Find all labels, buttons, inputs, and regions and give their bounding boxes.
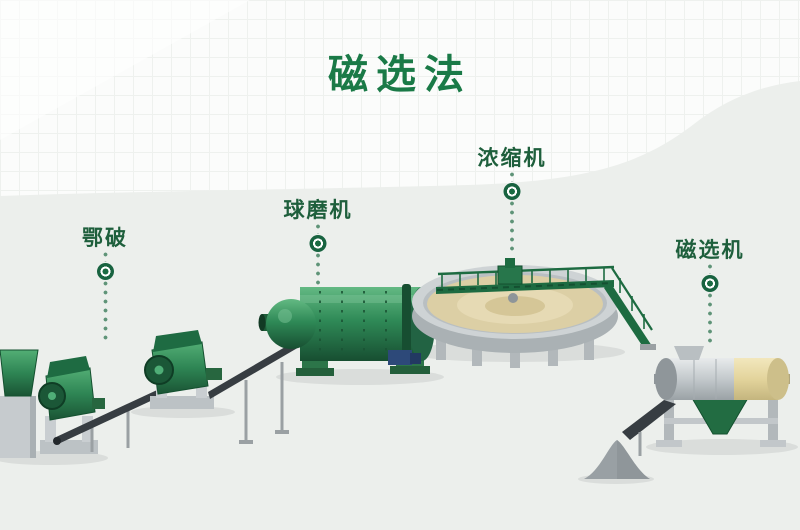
belt-conveyor-2 — [208, 336, 306, 444]
equipment-label: 浓缩机 — [477, 147, 547, 170]
leader-dots-upper — [707, 264, 713, 274]
marker-dot-icon — [503, 183, 521, 200]
thickener-bridge — [436, 258, 615, 294]
equipment-label: 磁选机 — [675, 239, 745, 262]
leader-dots-upper — [315, 224, 321, 234]
magnetic-separator-illustration — [622, 346, 790, 456]
leader-dots-lower — [102, 281, 108, 343]
jaw-crusher-station-2 — [144, 330, 222, 409]
thickener-stairs — [604, 267, 656, 350]
leader-dots-lower — [315, 253, 321, 287]
callout-thickener: 浓缩机 — [478, 146, 547, 255]
ore-pile-illustration — [584, 440, 650, 479]
callout-jaw-crusher: 鄂破 — [82, 226, 128, 343]
callout-ball-mill: 球磨机 — [284, 198, 353, 287]
equipment-label: 鄂破 — [82, 227, 128, 250]
leader-dots-upper — [509, 172, 515, 182]
thickener-illustration — [412, 258, 656, 368]
marker-dot-icon — [701, 275, 719, 292]
leader-dots-upper — [102, 252, 108, 262]
leader-dots-lower — [707, 293, 713, 347]
equipment-label: 球磨机 — [283, 199, 353, 222]
jaw-crusher-station-1 — [0, 349, 105, 458]
callout-magnetic-separator: 磁选机 — [676, 238, 745, 347]
marker-dot-icon — [309, 235, 327, 252]
page-title: 磁选法 — [328, 53, 472, 97]
marker-dot-icon — [96, 263, 114, 280]
leader-dots-lower — [509, 201, 515, 255]
ball-mill-illustration — [258, 284, 446, 376]
